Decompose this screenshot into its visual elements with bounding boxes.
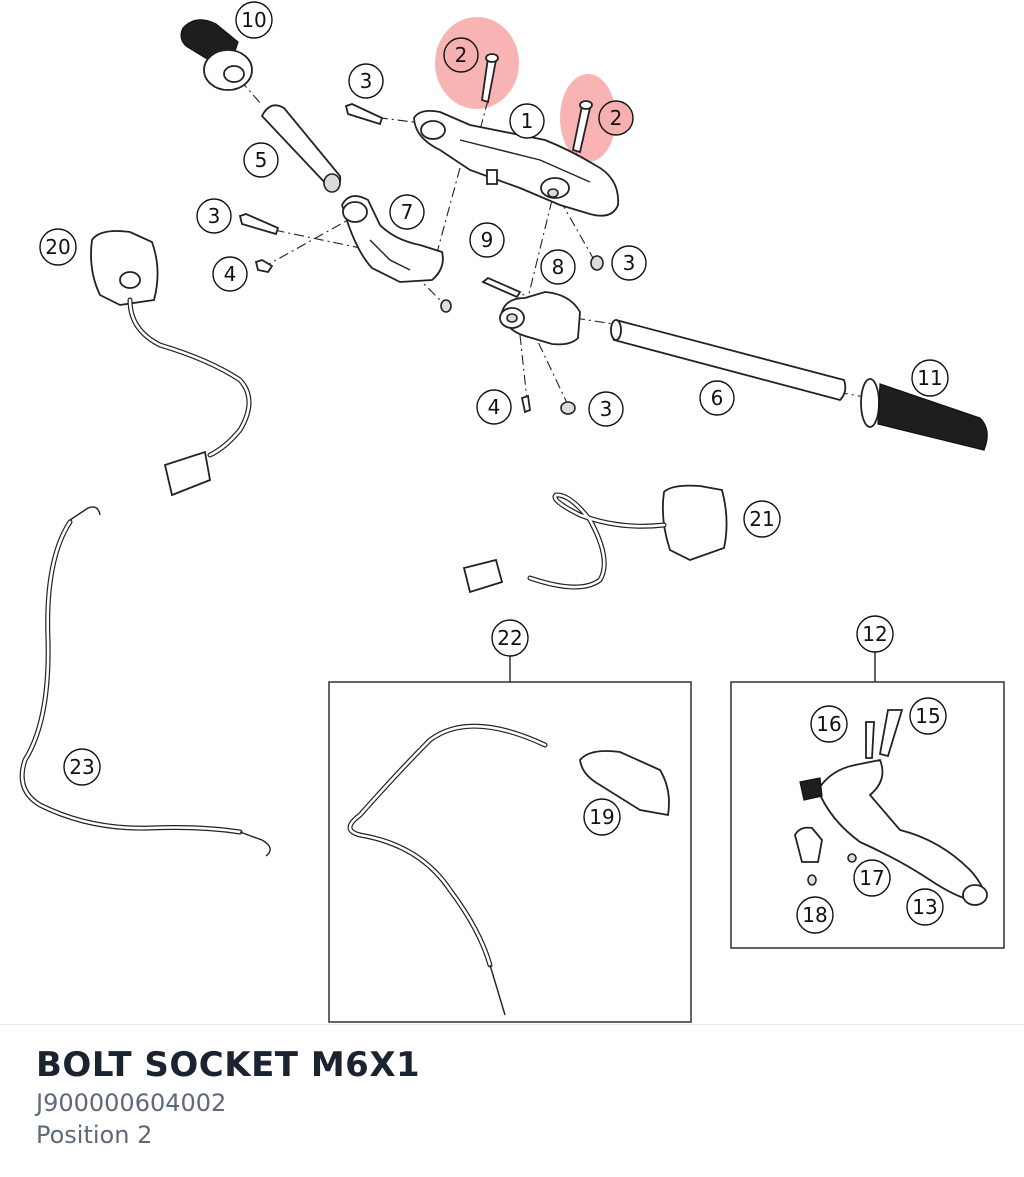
callout-13: 13 xyxy=(906,888,944,926)
callout-15: 15 xyxy=(909,697,947,735)
throttle-cable-box-part-22 xyxy=(328,655,692,1023)
lever-box-part-12 xyxy=(730,652,1005,949)
svg-text:18: 18 xyxy=(802,903,827,927)
callout-1: 1 xyxy=(509,103,545,139)
svg-text:16: 16 xyxy=(816,712,841,736)
svg-text:12: 12 xyxy=(862,622,887,646)
callout-20: 20 xyxy=(39,228,77,266)
exploded-parts-diagram: 10 2 2 3 1 5 3 7 20 4 9 8 3 11 6 4 3 21 … xyxy=(19,1,1005,1023)
svg-text:1: 1 xyxy=(521,109,534,133)
handlebar-tube-part-6 xyxy=(610,318,847,402)
callout-23: 23 xyxy=(63,748,101,786)
part-number: J900000604002 xyxy=(36,1089,227,1117)
callout-3-a: 3 xyxy=(348,63,384,99)
svg-text:5: 5 xyxy=(255,148,268,172)
bolt-socket-part-2 xyxy=(481,53,593,154)
right-switch-part-21 xyxy=(462,484,728,594)
callout-3-c: 3 xyxy=(611,245,647,281)
lower-clamp-part-8 xyxy=(499,291,581,346)
callout-9: 9 xyxy=(469,222,505,258)
callout-18: 18 xyxy=(796,896,834,934)
callout-8: 8 xyxy=(540,249,576,285)
callout-2-highlighted-left: 2 xyxy=(443,37,479,73)
callout-12: 12 xyxy=(856,615,894,653)
callout-16: 16 xyxy=(810,705,848,743)
callout-2-highlighted-right: 2 xyxy=(598,100,634,136)
svg-text:6: 6 xyxy=(711,386,724,410)
svg-text:3: 3 xyxy=(623,251,636,275)
grip-part-11 xyxy=(860,378,988,451)
callout-22: 22 xyxy=(491,619,529,657)
svg-text:2: 2 xyxy=(610,106,623,130)
callout-10: 10 xyxy=(235,1,273,39)
svg-text:15: 15 xyxy=(915,704,940,728)
callout-21: 21 xyxy=(743,500,781,538)
svg-text:9: 9 xyxy=(481,228,494,252)
svg-text:3: 3 xyxy=(600,397,613,421)
svg-text:2: 2 xyxy=(455,43,468,67)
svg-text:7: 7 xyxy=(401,200,414,224)
part-info-footer: BOLT SOCKET M6X1 J900000604002 Position … xyxy=(0,1024,1024,1177)
left-switch-part-20 xyxy=(90,230,252,497)
lower-clamp-part-7 xyxy=(341,195,444,283)
part-position: Position 2 xyxy=(36,1121,153,1149)
svg-text:23: 23 xyxy=(69,755,94,779)
part-name: BOLT SOCKET M6X1 xyxy=(36,1045,421,1085)
handlebar-clamp-part-1 xyxy=(413,109,619,217)
callout-3-b: 3 xyxy=(196,198,232,234)
svg-text:13: 13 xyxy=(912,895,937,919)
svg-text:3: 3 xyxy=(208,204,221,228)
svg-text:3: 3 xyxy=(360,69,373,93)
svg-text:4: 4 xyxy=(488,395,501,419)
callout-19: 19 xyxy=(583,798,621,836)
svg-text:19: 19 xyxy=(589,805,614,829)
svg-text:20: 20 xyxy=(45,235,70,259)
callout-11: 11 xyxy=(911,359,949,397)
screws xyxy=(238,103,604,415)
callout-4-b: 4 xyxy=(476,389,512,425)
svg-text:22: 22 xyxy=(497,626,522,650)
svg-text:21: 21 xyxy=(749,507,774,531)
svg-text:17: 17 xyxy=(859,866,884,890)
callout-7: 7 xyxy=(389,194,425,230)
svg-text:10: 10 xyxy=(241,8,266,32)
clutch-cable-part-23 xyxy=(19,506,271,857)
callout-6: 6 xyxy=(699,380,735,416)
assembly-lines xyxy=(239,79,881,406)
svg-text:11: 11 xyxy=(917,366,942,390)
callout-17: 17 xyxy=(853,859,891,897)
bar-weight-part-5 xyxy=(260,104,342,193)
svg-text:8: 8 xyxy=(552,255,565,279)
callout-5: 5 xyxy=(243,142,279,178)
throttle-grip-part-10 xyxy=(180,19,253,91)
callout-3-d: 3 xyxy=(588,391,624,427)
svg-text:4: 4 xyxy=(224,262,237,286)
callout-4-a: 4 xyxy=(212,256,248,292)
